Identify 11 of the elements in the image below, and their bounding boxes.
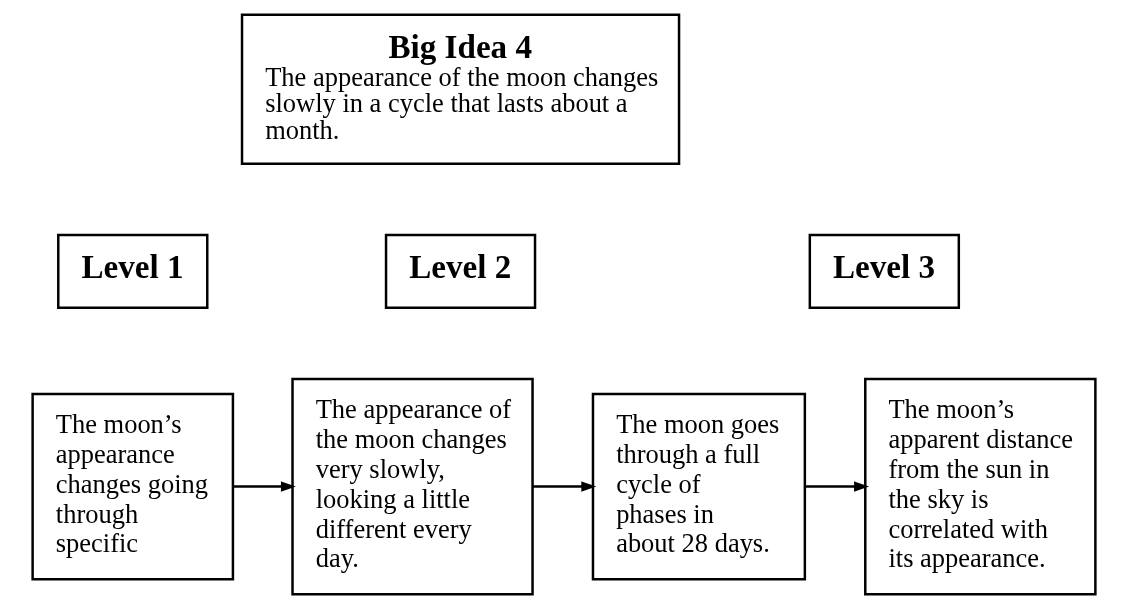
node-box: Level 1 — [57, 233, 209, 310]
node-box: The moon goes through a full cycle of phases in about 28 days. — [591, 392, 807, 581]
node-box: Big Idea 4 The appearance of the moon changes slowly in a cycle that lasts about a month. — [240, 13, 681, 166]
arrow — [233, 481, 296, 492]
arrow — [805, 481, 869, 492]
node-box: The moon’s apparent distance from the sun in the sky is correlated with its appearance. — [864, 377, 1097, 596]
node-box: Level 2 — [384, 233, 537, 310]
arrow — [532, 481, 597, 492]
node-box: The moon’s appearance changes going through specific — [31, 392, 235, 581]
node-box: Level 3 — [808, 233, 961, 310]
node-box: The appearance of the moon changes very slowly, looking a little different every day. — [291, 377, 534, 596]
